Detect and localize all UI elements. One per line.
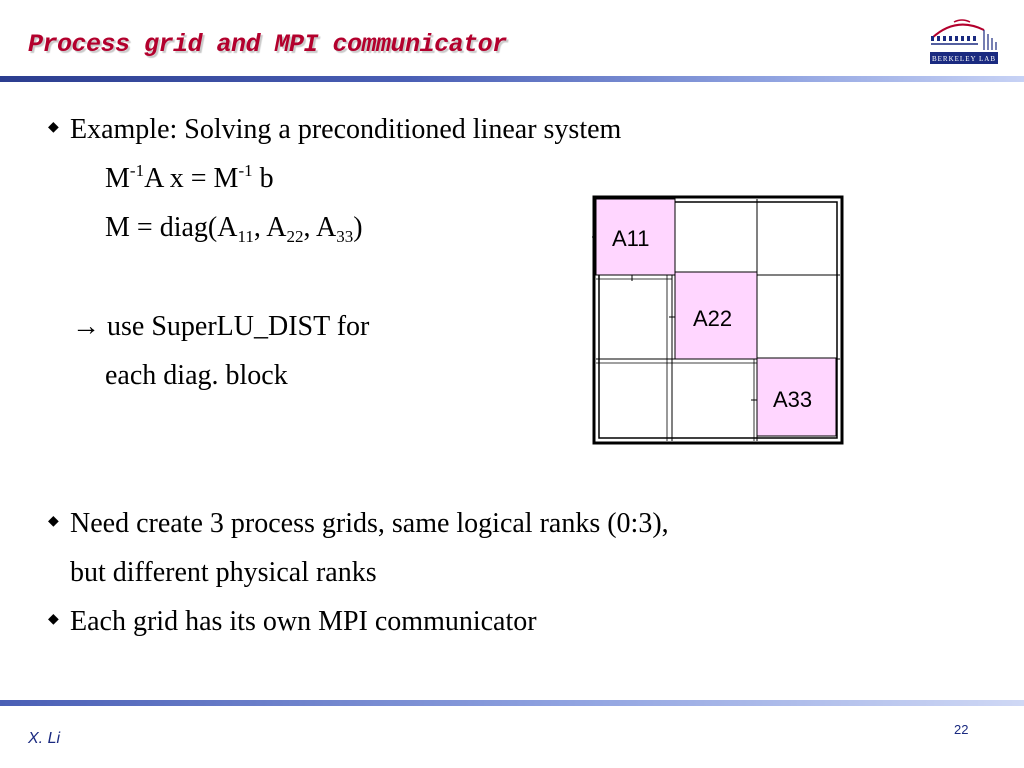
bullet-diamond-icon: ◆ [48, 612, 59, 627]
bullet-process-grids-continuation: but different physical ranks [70, 557, 377, 588]
slide-title: Process grid and MPI communicator [28, 30, 507, 59]
logo-label: BERKELEY LAB [932, 55, 996, 63]
bullet-example: Example: Solving a preconditioned linear… [70, 114, 622, 145]
arrow-line: → use SuperLU_DIST for [72, 311, 370, 342]
block-diagonal-grid: A11 A22 A33 [592, 195, 844, 445]
arrow-right-icon: → [72, 311, 100, 342]
block-a22 [674, 271, 758, 360]
equation-diag: M = diag(A11, A22, A33) [105, 212, 363, 246]
page-number: 22 [954, 722, 969, 737]
berkeley-lab-logo: BERKELEY LAB [930, 19, 998, 64]
bullet-process-grids: Need create 3 process grids, same logica… [70, 508, 669, 539]
block-a33 [756, 357, 837, 437]
block-label-a33: A33 [773, 387, 812, 412]
block-a11 [595, 198, 676, 276]
bullet-mpi-communicator: Each grid has its own MPI communicator [70, 606, 537, 637]
block-label-a11: A11 [612, 226, 650, 251]
footer-author: X. Li [28, 730, 61, 747]
arrow-line-continuation: each diag. block [105, 360, 288, 391]
bullet-diamond-icon: ◆ [48, 120, 59, 135]
footer-divider [0, 700, 1024, 706]
block-label-a22: A22 [693, 306, 732, 331]
header-divider [0, 76, 1024, 82]
equation-preconditioned: M-1A x = M-1 b [105, 161, 274, 194]
bullet-diamond-icon: ◆ [48, 514, 59, 529]
